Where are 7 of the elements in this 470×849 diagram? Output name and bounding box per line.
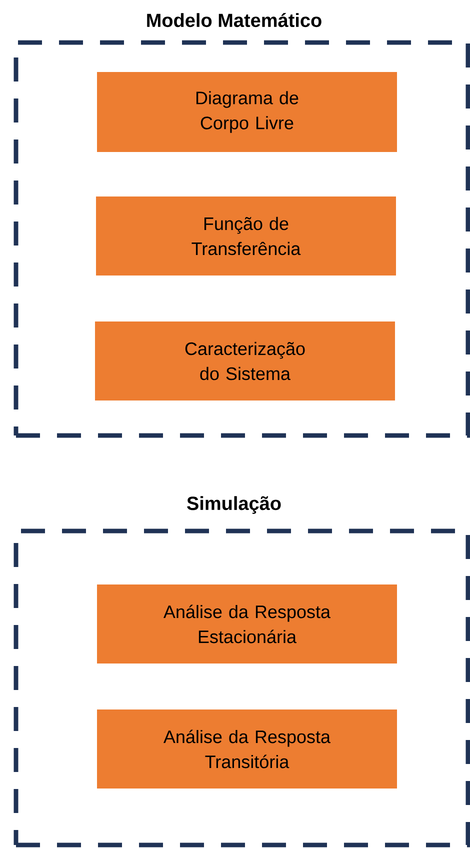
group-heading: Modelo Matemático: [147, 12, 322, 28]
process-box: Diagrama de Corpo Livre: [97, 72, 397, 152]
group-heading: Simulação: [187, 496, 281, 514]
process-box: Análise da Resposta Transitória: [97, 710, 397, 788]
process-box: Caracterização do Sistema: [95, 322, 395, 400]
process-box: Análise da Resposta Estacionária: [97, 584, 397, 664]
process-box: Função de Transferência: [96, 196, 396, 276]
